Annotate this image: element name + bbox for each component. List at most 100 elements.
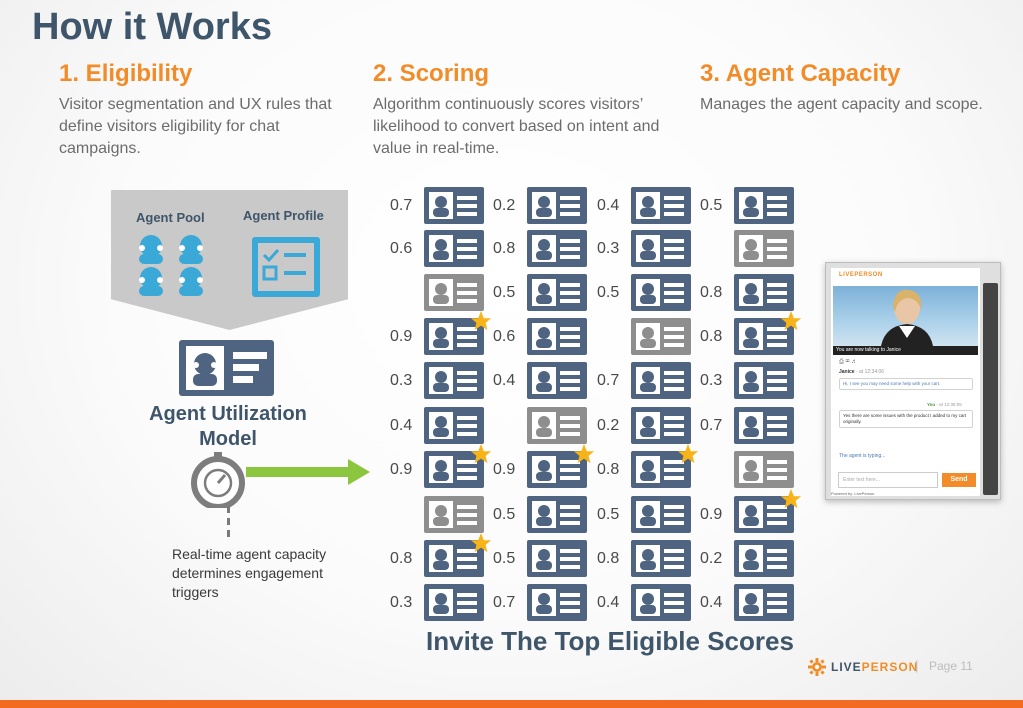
visitor-score: 0.4 (597, 197, 620, 214)
chat-brand: LIVEPERSON (839, 272, 883, 278)
visitor-score: 0.5 (493, 506, 516, 523)
footer-brand: LIVEPERSON (831, 660, 919, 674)
liveperson-logo-icon (808, 658, 826, 676)
visitor-score: 0.5 (493, 284, 516, 301)
visitor-card (527, 407, 587, 444)
visitor-score: 0.8 (597, 550, 620, 567)
visitor-card (734, 451, 794, 488)
visitor-card (424, 496, 484, 533)
visitor-score: 0.5 (493, 550, 516, 567)
visitor-score: 0.4 (493, 372, 516, 389)
visitor-score: 0.7 (390, 197, 413, 214)
visitor-card (424, 540, 484, 577)
visitor-card (424, 362, 484, 399)
dashed-connector (227, 506, 230, 542)
top-score-star-icon (470, 532, 492, 553)
visitor-card (424, 407, 484, 444)
chat-you-label: You - at 12:35:05 (927, 402, 962, 407)
top-score-star-icon (780, 310, 802, 331)
visitor-score: 0.4 (390, 417, 413, 434)
col-capacity-text: Manages the agent capacity and scope. (700, 96, 983, 113)
visitor-card (734, 274, 794, 311)
visitor-card (631, 540, 691, 577)
col-eligibility-heading: 1. Eligibility (59, 60, 193, 87)
stopwatch-icon (191, 452, 245, 508)
visitor-score: 0.8 (390, 550, 413, 567)
visitor-card (527, 496, 587, 533)
chat-agent-message: Hi, I see you may need some help with yo… (839, 378, 973, 390)
col-capacity-heading: 3. Agent Capacity (700, 60, 901, 87)
visitor-card (631, 496, 691, 533)
visitor-score: 0.6 (390, 240, 413, 257)
chat-scrollbar[interactable] (983, 283, 998, 495)
agent-photo (833, 286, 978, 346)
chat-agent-name: Janice - at 12:34:06 (839, 369, 885, 375)
visitor-score: 0.8 (493, 240, 516, 257)
visitor-card (734, 362, 794, 399)
visitor-score: 0.5 (700, 197, 723, 214)
visitor-score: 0.7 (700, 417, 723, 434)
visitor-card (734, 540, 794, 577)
visitor-card (734, 407, 794, 444)
agent-card-icon (179, 340, 274, 396)
visitor-score: 0.7 (493, 594, 516, 611)
visitor-score: 0.6 (493, 328, 516, 345)
visitor-card (734, 496, 794, 533)
agent-pool-panel: Agent Pool Agent Profile (111, 190, 348, 330)
bottom-accent-bar (0, 700, 1023, 708)
visitor-card (631, 230, 691, 267)
visitor-score: 0.3 (700, 372, 723, 389)
top-score-star-icon (470, 310, 492, 331)
visitor-card (527, 274, 587, 311)
visitor-card (631, 584, 691, 621)
visitor-score: 0.2 (700, 550, 723, 567)
agent-pool-label: Agent Pool (136, 210, 205, 225)
col-eligibility-text: Visitor segmentation and UX rules that d… (59, 96, 332, 157)
footer-divider: | (915, 658, 919, 673)
visitor-card (527, 540, 587, 577)
page-number: Page 11 (929, 659, 973, 673)
visitor-card (424, 318, 484, 355)
visitor-score: 0.8 (597, 461, 620, 478)
chat-powered-by: Powered by: LivePerson (831, 491, 875, 496)
visitor-score: 0.4 (597, 594, 620, 611)
visitor-card (527, 451, 587, 488)
arrow-right-icon (246, 459, 370, 485)
agent-profile-label: Agent Profile (243, 208, 324, 223)
visitor-score: 0.3 (390, 594, 413, 611)
visitor-score: 0.9 (493, 461, 516, 478)
visitor-card (631, 274, 691, 311)
top-score-star-icon (677, 443, 699, 464)
invite-top-scores-label: Invite The Top Eligible Scores (426, 626, 794, 656)
chat-send-button[interactable]: Send (942, 473, 976, 487)
visitor-card (527, 230, 587, 267)
agent-pool-icon (139, 235, 203, 296)
visitor-card (734, 584, 794, 621)
visitor-card (424, 451, 484, 488)
visitor-score: 0.9 (390, 461, 413, 478)
visitor-score: 0.2 (493, 197, 516, 214)
chat-input[interactable]: Enter text here... (838, 472, 938, 488)
visitor-card (424, 230, 484, 267)
visitor-card (631, 187, 691, 224)
visitor-card (631, 318, 691, 355)
visitor-card (631, 451, 691, 488)
visitor-card (527, 584, 587, 621)
page-title: How it Works (32, 6, 272, 48)
chat-banner: You are now talking to Janice (833, 346, 978, 355)
visitor-card (734, 230, 794, 267)
chat-typing-indicator: The agent is typing... (839, 453, 886, 459)
visitor-score: 0.2 (597, 417, 620, 434)
visitor-card (734, 187, 794, 224)
col-scoring-heading: 2. Scoring (373, 60, 490, 87)
visitor-score: 0.5 (597, 506, 620, 523)
visitor-card (527, 187, 587, 224)
visitor-card (424, 584, 484, 621)
visitor-card (734, 318, 794, 355)
chat-you-message: Yes there are some issues with the produ… (839, 410, 973, 428)
top-score-star-icon (573, 443, 595, 464)
top-score-star-icon (470, 443, 492, 464)
visitor-score: 0.4 (700, 594, 723, 611)
chat-toolbar-icons: ⎙ ✉ ♬ (839, 359, 858, 365)
col-scoring-text: Algorithm continuously scores visitors’ … (373, 96, 660, 157)
